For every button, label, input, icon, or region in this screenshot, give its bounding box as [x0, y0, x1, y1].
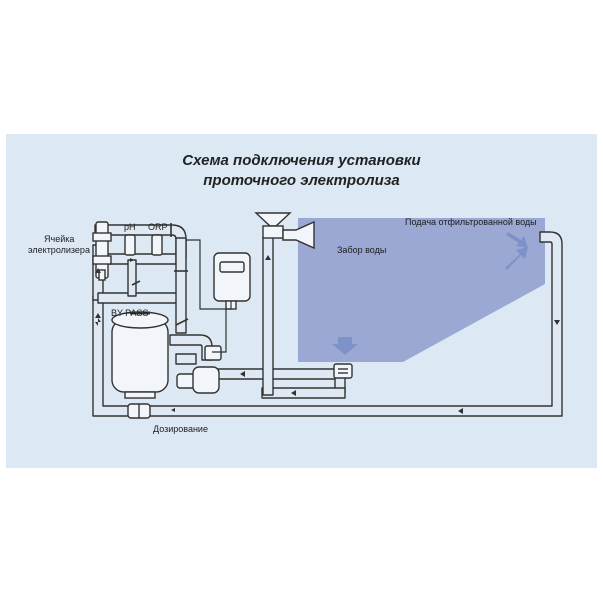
pool-intake-arrow [332, 337, 358, 355]
sand-filter [111, 311, 169, 399]
pool [298, 218, 545, 362]
cell-label-line-1: Ячейка [44, 234, 75, 244]
control-cable [186, 239, 232, 310]
pipe-skimmer-line [261, 387, 346, 399]
cell-label-line-2: электролизера [28, 245, 90, 255]
flow-arrows [95, 255, 560, 414]
orp-label: ORP [148, 222, 168, 232]
diagram-title-line-2: проточного электролиза [203, 172, 400, 189]
orp-probe [151, 234, 163, 256]
pipe-arrow-vertical [95, 268, 101, 273]
pipe-bypass-riser [127, 259, 137, 297]
supply-label: Подача отфильтрованной воды [405, 217, 537, 227]
pipe-return-horizontal [209, 368, 343, 380]
pipe-arrow-right [130, 258, 134, 262]
control-cable-2 [212, 309, 227, 353]
pipe-lower [97, 292, 183, 304]
dosing-label: Дозирование [153, 424, 208, 434]
intake-funnel [254, 212, 315, 250]
control-unit [213, 252, 251, 310]
skimmer [333, 363, 353, 379]
diagram-title-line-1: Схема подключения установки [182, 152, 421, 169]
pipe-right-riser [175, 237, 187, 334]
bypass-label: BY-PASS [111, 308, 149, 318]
intake-label: Забор воды [337, 245, 387, 255]
pipe-pump-feed [169, 334, 213, 361]
pipe-main-loop [92, 231, 563, 417]
electrolyzer-cell [92, 221, 112, 281]
dosing-unit [127, 403, 151, 419]
valve-bypass [131, 280, 141, 286]
pipe-intake-vertical [262, 236, 274, 396]
ph-probe [124, 234, 136, 256]
valve-lower [175, 318, 189, 326]
pipe-pump-inlet [175, 353, 197, 365]
pump [176, 345, 222, 394]
pool-supply-arrow [505, 232, 528, 270]
ph-label: pH [124, 222, 136, 232]
